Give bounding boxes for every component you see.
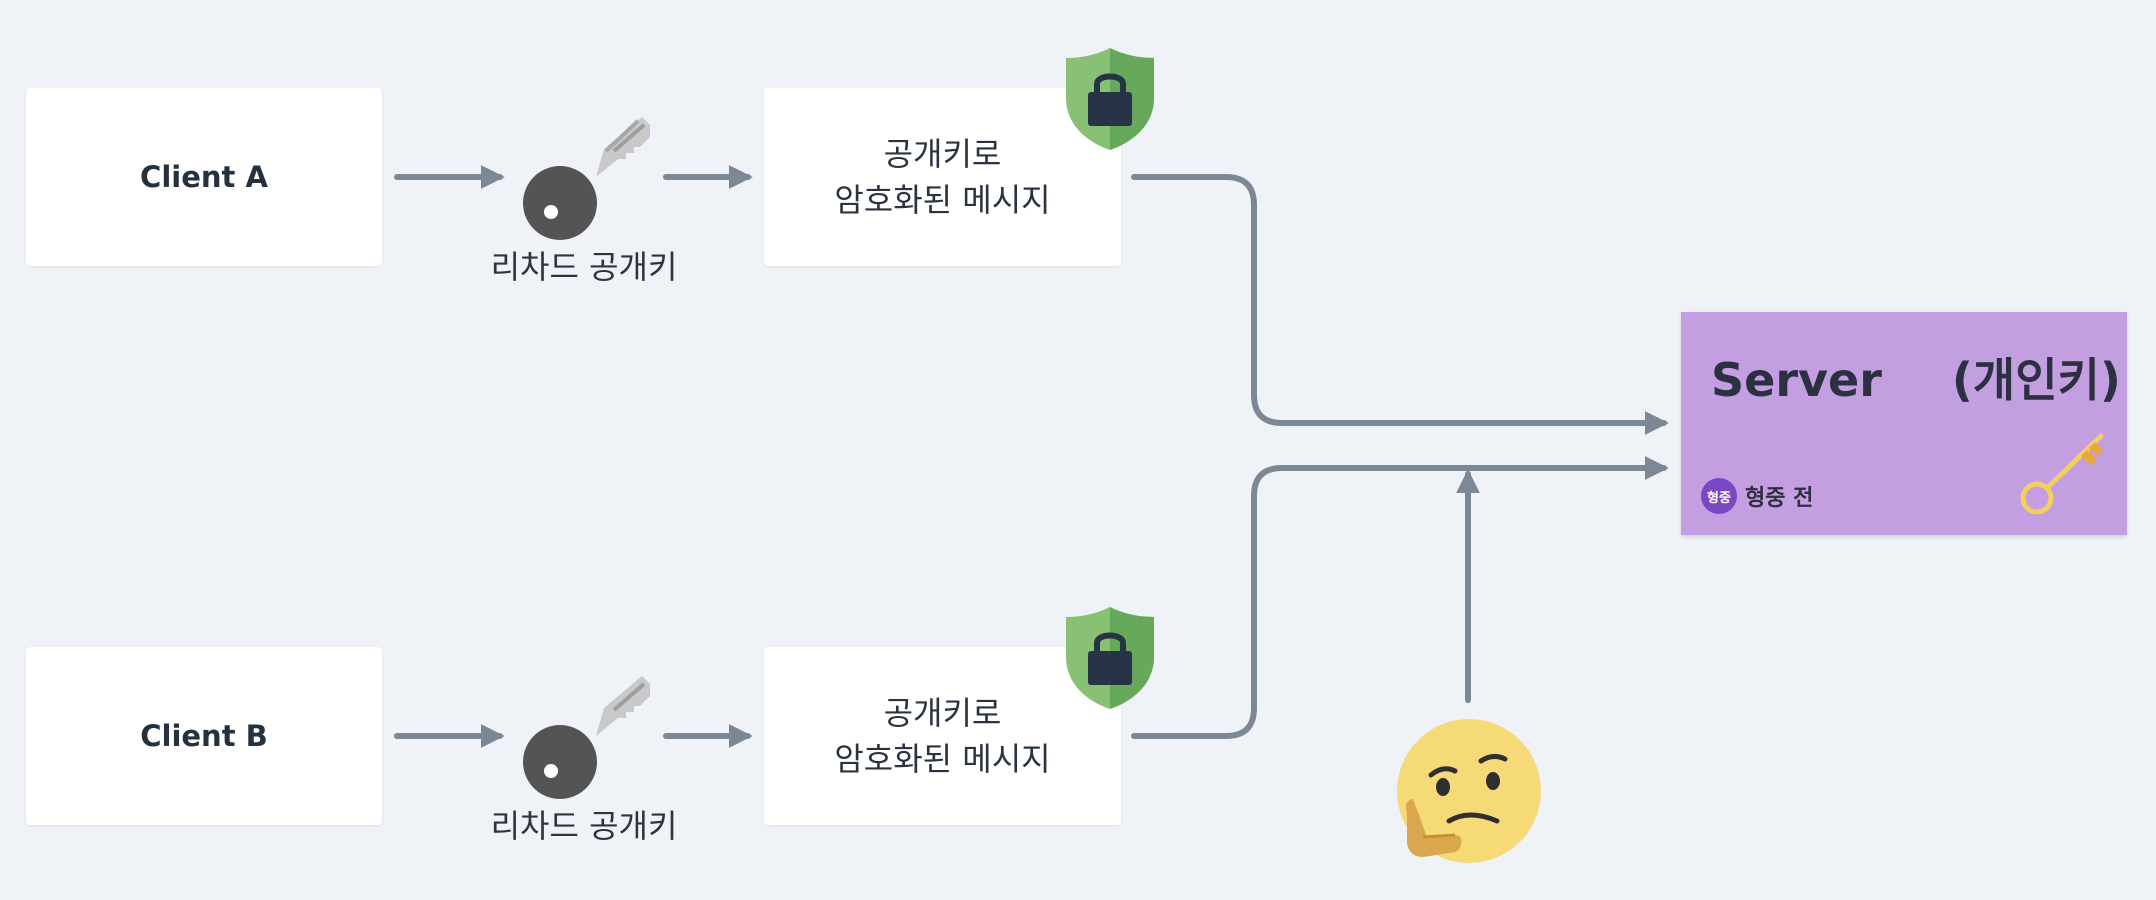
client-a-label: Client A: [140, 160, 268, 194]
arrow-message-a-to-server: [1131, 174, 1669, 435]
thinking-face-emoji: [1397, 719, 1541, 863]
client-b-card[interactable]: Client B: [26, 647, 382, 825]
client-a-card[interactable]: Client A: [26, 88, 382, 266]
shield-lock-icon: [1066, 607, 1154, 709]
client-b-label: Client B: [140, 719, 268, 753]
gold-key-icon: [2020, 433, 2104, 515]
public-key-label-a: 리차드 공개키: [490, 248, 678, 286]
message-line-2: 암호화된 메시지: [834, 181, 1051, 219]
note-author: 형중 형중 전: [1701, 478, 1813, 514]
avatar: 형중: [1701, 478, 1737, 514]
shield-lock-icon: [1066, 48, 1154, 150]
server-private-key-label: (개인키): [1951, 353, 2121, 407]
encrypted-message-a-card[interactable]: 공개키로 암호화된 메시지: [764, 88, 1121, 266]
public-key-label-b: 리차드 공개키: [490, 807, 678, 845]
server-title: Server (개인키): [1711, 344, 2121, 410]
public-key-icon: [523, 117, 650, 240]
author-name: 형중 전: [1745, 486, 1814, 511]
server-note[interactable]: Server (개인키) 형중 형중 전: [1681, 312, 2127, 535]
public-key-icon: [523, 676, 650, 799]
message-line-1: 공개키로: [883, 135, 1002, 173]
encrypted-message-b-card[interactable]: 공개키로 암호화된 메시지: [764, 647, 1121, 825]
arrow-message-b-to-server: [1131, 456, 1669, 739]
message-line-2: 암호화된 메시지: [834, 740, 1051, 778]
message-line-1: 공개키로: [883, 694, 1002, 732]
server-name: Server: [1711, 353, 1882, 407]
